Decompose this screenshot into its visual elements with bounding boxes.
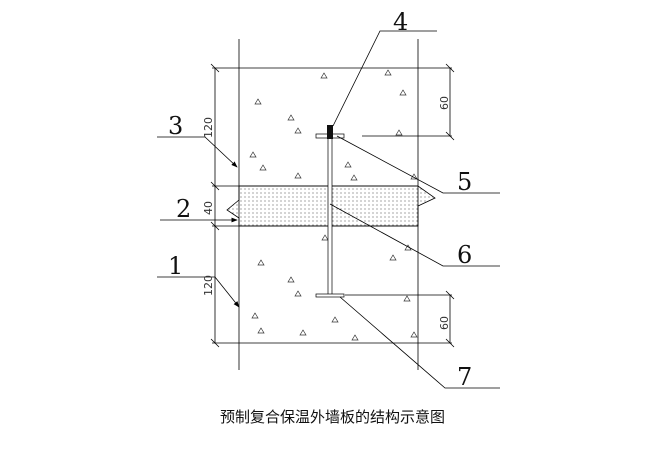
dim-top-layer: 120: [202, 117, 215, 138]
label-5: 5: [457, 168, 472, 196]
concrete-aggregate: [249, 69, 418, 341]
concrete-boundaries: [210, 63, 455, 348]
label-3: 3: [168, 112, 183, 140]
label-6: 6: [457, 241, 472, 269]
dim-bottom-anchor: 60: [438, 316, 451, 330]
dim-top-anchor: 60: [438, 96, 451, 110]
diagram-caption: 预制复合保温外墙板的结构示意图: [219, 408, 445, 426]
anchor-bolt: [315, 125, 345, 298]
label-7: 7: [457, 363, 472, 391]
label-2: 2: [176, 195, 191, 223]
leader-lines: [157, 30, 500, 389]
label-1: 1: [168, 252, 183, 280]
label-4: 4: [393, 8, 408, 36]
dim-bottom-layer: 120: [202, 275, 215, 296]
dim-insulation: 40: [202, 201, 215, 215]
